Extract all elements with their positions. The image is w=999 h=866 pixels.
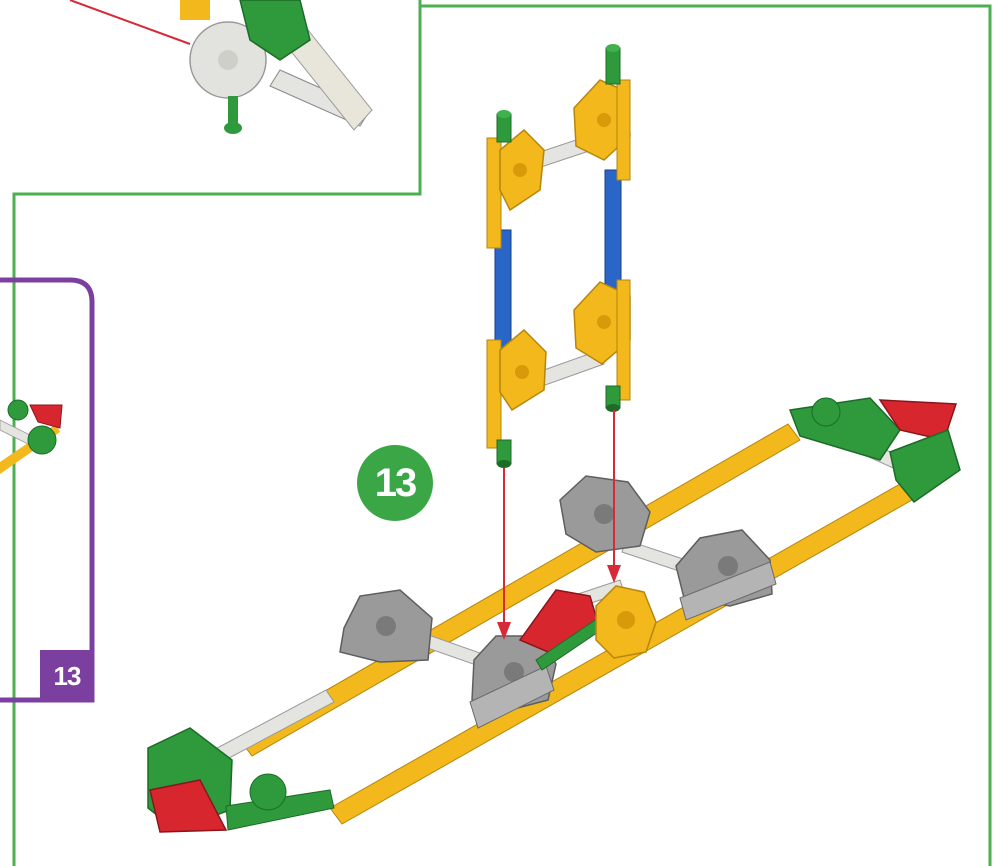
- right-yellow-rod-bottom: [617, 280, 630, 400]
- side-red-connector: [30, 405, 62, 428]
- left-yellow-rod-bottom: [487, 340, 501, 448]
- step-number-badge: 13: [357, 445, 433, 521]
- inset-green-rod-cap: [224, 122, 242, 134]
- green-frame-top: [14, 0, 420, 866]
- green-cap-right-top: [606, 44, 620, 84]
- base-red-connector: [520, 590, 600, 652]
- left-yellow-rod-top: [487, 138, 501, 248]
- base-yellow-connector: [596, 586, 656, 658]
- inset-green-rod: [228, 96, 238, 126]
- side-green-hub: [28, 426, 56, 454]
- green-cap-left-top: [497, 110, 511, 142]
- side-green-hub-small: [8, 400, 28, 420]
- base-right-green-connector: [790, 398, 900, 460]
- base-right-green-hub: [812, 398, 840, 426]
- side-panel-step-badge: 13: [42, 652, 92, 700]
- green-cap-right-bottom: [606, 386, 620, 412]
- base-gray-connector-2: [560, 476, 650, 552]
- right-yellow-rod-top: [617, 80, 630, 180]
- base-gray-connector-1: [340, 590, 432, 662]
- inset-model: [70, 0, 372, 134]
- inset-yellow-piece: [180, 0, 210, 20]
- vertical-subassembly: [487, 44, 630, 468]
- side-panel-model: [0, 400, 62, 474]
- inset-white-hub-center: [218, 50, 238, 70]
- base-frame: [148, 398, 960, 832]
- base-left-green-hub: [250, 774, 286, 810]
- green-cap-left-bottom: [497, 440, 511, 468]
- inset-pointer-line: [70, 0, 190, 44]
